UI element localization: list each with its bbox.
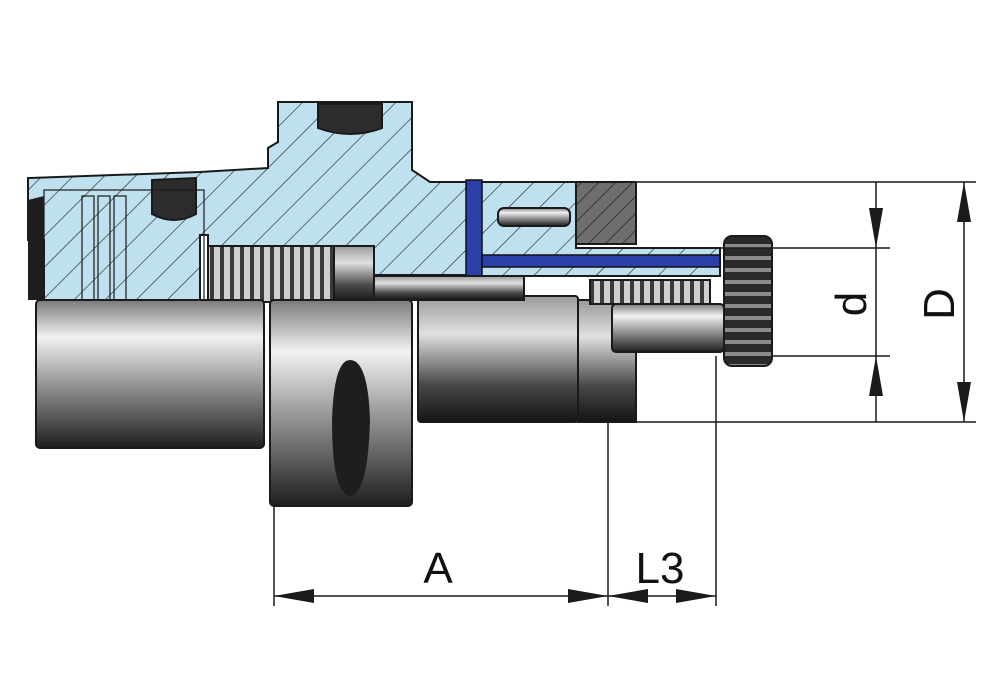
- knurled-knob: [723, 235, 773, 367]
- dimension-label-big-d: D: [915, 288, 964, 320]
- shank-step: [373, 275, 525, 301]
- screw-shank: [611, 303, 725, 353]
- set-screw: [497, 207, 571, 227]
- dimension-label-d: d: [827, 292, 876, 316]
- section-body: [27, 101, 721, 301]
- length-adjust-screw: [589, 235, 773, 367]
- collet-nose: [28, 196, 44, 300]
- shank-cylinder: [417, 295, 579, 423]
- drive-slot: [332, 360, 370, 496]
- top-pocket: [317, 103, 383, 135]
- dimension-label-a: A: [423, 544, 453, 593]
- coolant-tube-horizontal: [481, 254, 721, 268]
- dimension-label-l3: L3: [636, 544, 685, 593]
- coolant-tube-vertical: [465, 179, 483, 277]
- collet-nut-cylinder: [35, 299, 265, 449]
- left-pocket: [151, 176, 197, 221]
- thread-collar: [333, 245, 375, 303]
- adjusting-nut: [575, 181, 637, 245]
- collet-area: [28, 189, 205, 303]
- screw-thread: [589, 279, 711, 305]
- internal-thread: [207, 245, 335, 303]
- outer-body: [35, 275, 637, 507]
- dimension-arrows: [274, 182, 971, 603]
